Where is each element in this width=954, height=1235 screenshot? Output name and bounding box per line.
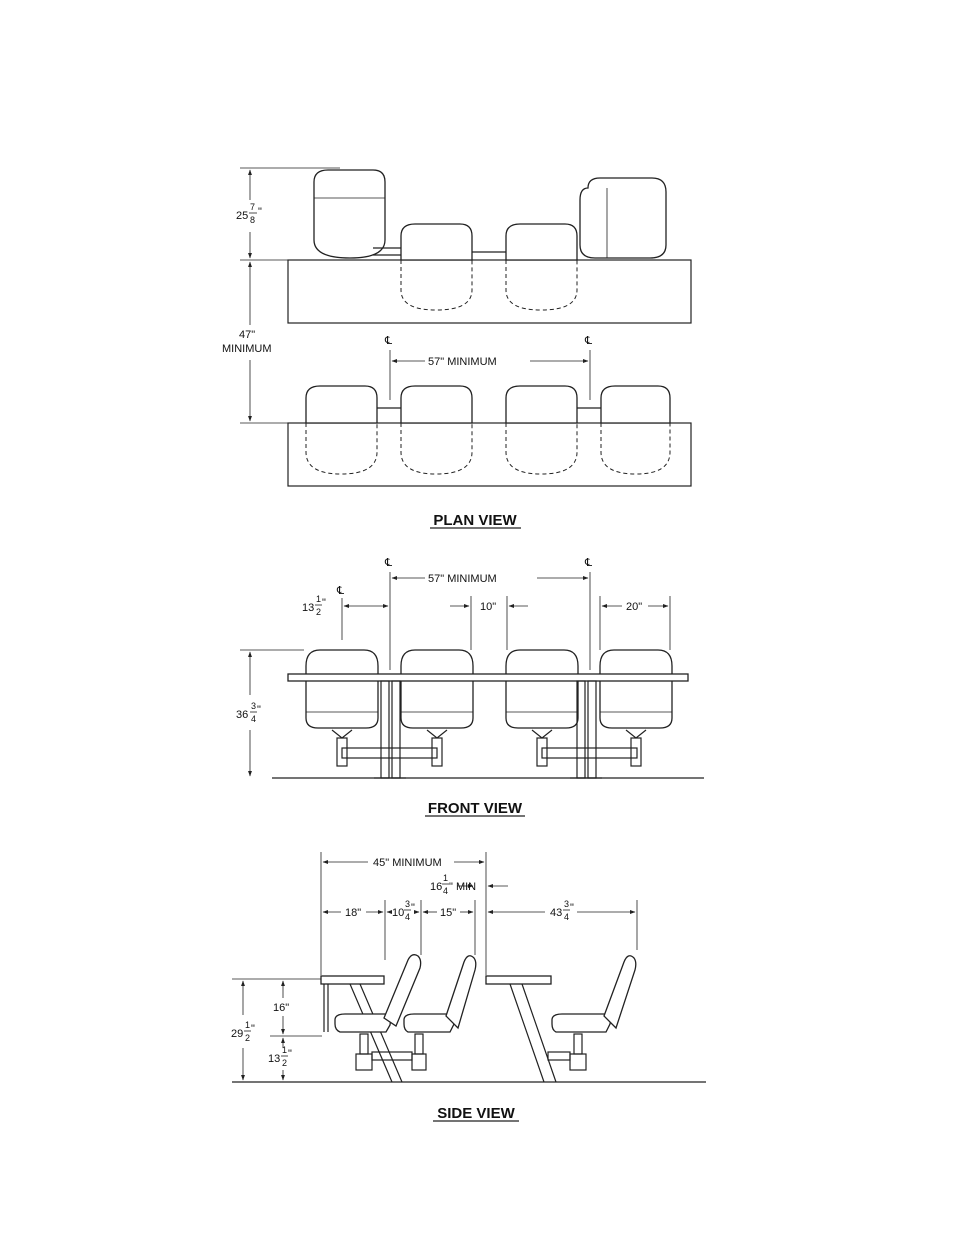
svg-text:3: 3 xyxy=(251,701,256,711)
svg-text:": " xyxy=(258,206,262,218)
plan-center-spacing: 57" MINIMUM xyxy=(428,356,497,368)
svg-text:4: 4 xyxy=(443,886,448,896)
front-offset-whole: 13 xyxy=(302,602,314,614)
front-centerline-right: ℄ xyxy=(584,557,592,569)
side-overall: 45" MINIMUM xyxy=(373,857,442,869)
plan-seat-upper-3 xyxy=(505,223,578,261)
side-table-left xyxy=(320,975,385,985)
front-pedestal-left xyxy=(380,680,390,779)
svg-text:1: 1 xyxy=(316,594,321,604)
plan-depth-num: 7 xyxy=(250,202,255,212)
front-seat-width: 20" xyxy=(626,601,642,613)
plan-depth-den: 8 xyxy=(250,215,255,225)
svg-text:2: 2 xyxy=(282,1058,287,1068)
side-seat-right xyxy=(547,955,637,1071)
plan-seat-rotated-left xyxy=(313,169,386,259)
plan-view-title: PLAN VIEW xyxy=(433,512,517,529)
side-seat-whole: 13 xyxy=(268,1053,280,1065)
svg-text:1: 1 xyxy=(282,1045,287,1055)
plan-centerline-right: ℄ xyxy=(584,335,592,347)
side-knee: 16" xyxy=(273,1002,289,1014)
plan-lower-table xyxy=(287,422,692,487)
svg-text:": " xyxy=(322,597,326,609)
front-seat-2 xyxy=(400,649,474,767)
side-seat-middle xyxy=(403,955,477,1071)
side-seat-depth: 15" xyxy=(440,907,456,919)
front-view: ℄ ℄ ℄ 57" MINIMUM 13 1 2 " 10" 20" 36 3 xyxy=(236,557,704,817)
front-seat-3 xyxy=(505,649,579,767)
svg-text:3: 3 xyxy=(564,899,569,909)
svg-text:": " xyxy=(411,902,415,914)
svg-text:4: 4 xyxy=(251,714,256,724)
svg-text:2: 2 xyxy=(316,607,321,617)
svg-text:": " xyxy=(251,1023,255,1035)
side-clear-whole: 16 xyxy=(430,881,442,893)
side-table-whole: 29 xyxy=(231,1028,243,1040)
plan-seat-lower-1 xyxy=(305,385,378,424)
plan-min-line1: 47" xyxy=(239,329,255,341)
svg-text:4: 4 xyxy=(564,912,569,922)
front-table-top xyxy=(287,673,689,682)
side-top-depth: 18" xyxy=(345,907,361,919)
side-seat-left xyxy=(334,954,422,1071)
side-view: 45" MINIMUM 16 1 4 " MIN 18" 10 3 4 " 15… xyxy=(231,852,706,1122)
plan-seat-lower-2 xyxy=(400,385,473,424)
side-mid-whole: 10 xyxy=(392,907,404,919)
plan-depth-whole: 25 xyxy=(236,210,248,222)
svg-text:": " xyxy=(288,1048,292,1060)
plan-upper-table xyxy=(287,259,692,324)
plan-seat-upper-2 xyxy=(400,223,473,261)
svg-text:": " xyxy=(257,704,261,716)
svg-text:2: 2 xyxy=(245,1033,250,1043)
plan-min-line2: MINIMUM xyxy=(222,343,272,355)
plan-seat-lower-4 xyxy=(600,385,671,424)
plan-seat-rotated-right xyxy=(579,177,667,259)
front-view-title: FRONT VIEW xyxy=(428,800,523,817)
front-height-whole: 36 xyxy=(236,709,248,721)
side-right-whole: 43 xyxy=(550,907,562,919)
front-seat-4 xyxy=(599,649,673,767)
front-gap: 10" xyxy=(480,601,496,613)
plan-centerline-left: ℄ xyxy=(384,335,392,347)
plan-seat-lower-3 xyxy=(505,385,578,424)
svg-text:1: 1 xyxy=(245,1020,250,1030)
front-centerline-left: ℄ xyxy=(384,557,392,569)
svg-text:3: 3 xyxy=(405,899,410,909)
svg-text:4: 4 xyxy=(405,912,410,922)
front-centerline-offset: ℄ xyxy=(336,585,344,597)
svg-text:1: 1 xyxy=(443,873,448,883)
svg-text:": " xyxy=(570,902,574,914)
side-view-title: SIDE VIEW xyxy=(437,1105,515,1122)
side-table-right xyxy=(485,975,552,985)
front-center-spacing: 57" MINIMUM xyxy=(428,573,497,585)
plan-view: 25 7 8 " 47" MINIMUM ℄ ℄ 57" MINIMUM PLA… xyxy=(222,167,692,529)
front-seat-1 xyxy=(305,649,379,767)
svg-text:" MIN: " MIN xyxy=(449,881,476,893)
